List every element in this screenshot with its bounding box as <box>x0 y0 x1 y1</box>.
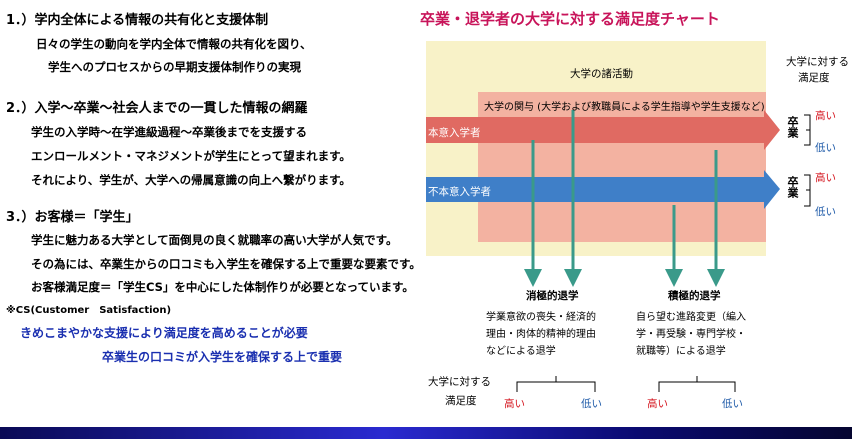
high-label-row1: 高い <box>815 110 836 122</box>
involvement-band <box>478 92 766 242</box>
low-label-row2: 低い <box>815 206 836 218</box>
bottom-bracket-positive <box>658 376 736 392</box>
bottom-high-negative: 高い <box>504 398 525 410</box>
section-1-line-2: 学生へのプロセスからの早期支援体制作りの実現 <box>48 60 301 74</box>
positive-desc-line-2: 学・再受験・専門学校・ <box>636 329 746 340</box>
positive-desc-line-1: 自ら望む進路変更（編入 <box>636 312 746 323</box>
bottom-header-line-1: 大学に対する <box>428 376 491 388</box>
negative-desc-line-1: 学業意欲の喪失・経済的 <box>486 312 596 323</box>
bracket-low <box>804 174 811 207</box>
involvement-label: 大学の関与 (大学および教職員による学生指導や学生支援など) <box>484 102 765 113</box>
right-header-line-1: 大学に対する <box>786 56 849 68</box>
bracket-high <box>804 114 811 146</box>
row-low-arrow <box>426 170 780 209</box>
section-1-line-1: 日々の学生の動向を学内全体で情報の共有化を図り、 <box>36 37 312 51</box>
chart-title: 卒業・退学者の大学に対する満足度チャート <box>420 10 720 28</box>
right-header-line-2: 満足度 <box>798 72 830 84</box>
section-2-line-2: エンロールメント・マネジメントが学生にとって望まれます。 <box>31 149 351 163</box>
section-3-line-1: 学生に魅力ある大学として面倒見の良く就職率の高い大学が人気です。 <box>31 233 398 247</box>
university-activities-label: 大学の諸活動 <box>570 68 633 80</box>
graduation-label-high: 卒業 <box>786 116 799 138</box>
cs-note: ※CS(Customer Satisfaction) <box>6 305 172 316</box>
bottom-gradient-bar <box>0 427 852 439</box>
section-2-line-1: 学生の入学時～在学進級過程～卒業後までを支援する <box>31 125 307 139</box>
emphasis-2: 卒業生の口コミが入学生を確保する上で重要 <box>102 350 343 364</box>
bottom-high-positive: 高い <box>647 398 668 410</box>
bottom-low-positive: 低い <box>722 398 743 410</box>
section-3-heading: 3．）お客様＝「学生」 <box>6 210 139 225</box>
section-1-heading: 1．）学内全体による情報の共有化と支援体制 <box>6 13 269 28</box>
row-high-label: 本意入学者 <box>428 127 481 139</box>
section-2-line-3: それにより、学生が、大学への帰属意識の向上へ繋がります。 <box>31 173 351 187</box>
positive-dropout-title: 積極的退学 <box>668 290 721 302</box>
negative-desc-line-2: 理由・肉体的精神的理由 <box>486 329 596 340</box>
low-label-row1: 低い <box>815 142 836 154</box>
bottom-bracket-negative <box>516 376 596 392</box>
positive-desc-line-3: 就職等）による退学 <box>636 346 726 357</box>
section-3-line-2: その為には、卒業生からの口コミも入学生を確保する上で重要な要素です。 <box>31 257 421 271</box>
high-label-row2: 高い <box>815 172 836 184</box>
negative-desc-line-3: などによる退学 <box>486 346 556 357</box>
bottom-header-line-2: 満足度 <box>445 395 477 407</box>
row-low-label: 不本意入学者 <box>428 186 491 198</box>
section-2-heading: 2．）入学～卒業～社会人までの一貫した情報の網羅 <box>6 101 308 116</box>
emphasis-1: きめこまやかな支援により満足度を高めることが必要 <box>20 326 308 340</box>
graduation-label-low: 卒業 <box>786 176 799 198</box>
row-high-arrow <box>426 110 780 150</box>
bottom-low-negative: 低い <box>581 398 602 410</box>
negative-dropout-title: 消極的退学 <box>526 290 579 302</box>
section-3-line-3: お客様満足度＝「学生CS」を中心にした体制作りが必要となっています。 <box>31 280 414 294</box>
